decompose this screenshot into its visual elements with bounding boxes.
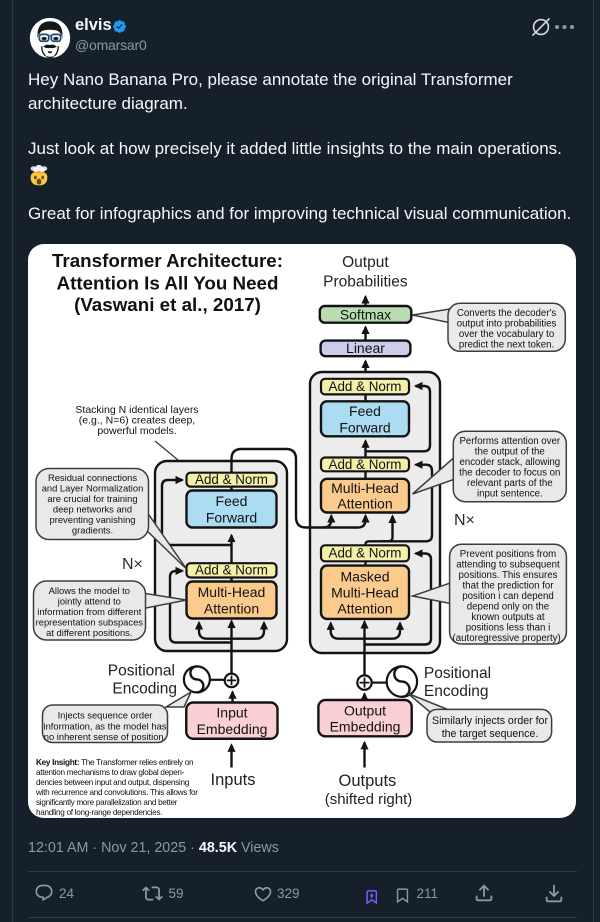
svg-text:Feed: Feed xyxy=(349,403,381,419)
svg-text:(e.g., N=6) creates deep,: (e.g., N=6) creates deep, xyxy=(79,415,195,427)
svg-text:Performs attention over: Performs attention over xyxy=(459,436,560,447)
svg-text:at different positions.: at different positions. xyxy=(46,627,132,638)
svg-text:the decoder to focus on: the decoder to focus on xyxy=(459,468,560,479)
svg-text:(Vaswani et al., 2017): (Vaswani et al., 2017) xyxy=(74,294,261,315)
svg-text:Add & Norm: Add & Norm xyxy=(195,563,268,578)
svg-text:positions less than i: positions less than i xyxy=(466,623,551,634)
svg-text:Allows the model to: Allows the model to xyxy=(49,585,130,596)
svg-text:significantly more paralleliza: significantly more parallelization and b… xyxy=(36,798,178,807)
svg-text:Add & Norm: Add & Norm xyxy=(195,472,268,487)
svg-text:Similarly injects order for: Similarly injects order for xyxy=(432,715,548,727)
svg-text:Input: Input xyxy=(216,705,247,721)
svg-text:Multi-Head: Multi-Head xyxy=(331,480,399,496)
svg-text:gradients.: gradients. xyxy=(72,525,113,536)
svg-text:output into probabilities: output into probabilities xyxy=(457,319,557,330)
svg-text:position i can depend: position i can depend xyxy=(462,591,554,602)
svg-text:input sentence.: input sentence. xyxy=(477,489,543,500)
svg-text:with recurrence and convolutio: with recurrence and convolutions. This a… xyxy=(35,788,198,797)
svg-text:Stacking N identical layers: Stacking N identical layers xyxy=(75,404,198,416)
svg-text:Prevent positions from: Prevent positions from xyxy=(460,549,556,560)
svg-text:Probabilities: Probabilities xyxy=(323,274,408,291)
svg-text:information, as the model has: information, as the model has xyxy=(44,721,167,732)
svg-text:Add & Norm: Add & Norm xyxy=(329,379,402,394)
svg-text:Positional: Positional xyxy=(108,663,175,680)
svg-text:known outputs at: known outputs at xyxy=(471,612,545,623)
svg-text:are crucial for training: are crucial for training xyxy=(47,493,137,504)
svg-text:Attention: Attention xyxy=(337,496,392,512)
svg-text:the output of the: the output of the xyxy=(475,447,545,458)
svg-text:no inherent sense of position.: no inherent sense of position. xyxy=(44,731,166,742)
svg-text:Transformer Architecture:: Transformer Architecture: xyxy=(52,250,283,271)
svg-text:relevant parts of the: relevant parts of the xyxy=(467,478,553,489)
svg-text:N×: N× xyxy=(454,512,475,529)
svg-text:that the prediction for: that the prediction for xyxy=(462,581,554,592)
svg-text:powerful models.: powerful models. xyxy=(97,425,176,437)
svg-text:Converts the decoder's: Converts the decoder's xyxy=(457,308,556,319)
svg-text:positions. This ensures: positions. This ensures xyxy=(459,570,558,581)
svg-text:Add & Norm: Add & Norm xyxy=(329,546,402,561)
svg-text:representation subspaces: representation subspaces xyxy=(36,617,144,628)
svg-text:Key Insight: The Transformer r: Key Insight: The Transformer relies enti… xyxy=(36,758,194,767)
svg-text:(autoregressive property).: (autoregressive property). xyxy=(453,633,564,644)
svg-text:Forward: Forward xyxy=(339,420,390,436)
svg-text:preventing vanishing: preventing vanishing xyxy=(50,514,136,525)
svg-text:Attention: Attention xyxy=(204,601,259,617)
svg-text:Encoding: Encoding xyxy=(112,681,177,698)
svg-text:deep networks and: deep networks and xyxy=(53,504,132,515)
svg-text:Embedding: Embedding xyxy=(197,721,268,737)
svg-text:Linear: Linear xyxy=(346,340,385,356)
svg-text:jointly attend to: jointly attend to xyxy=(57,596,121,607)
svg-text:and Layer Normalization: and Layer Normalization xyxy=(42,483,144,494)
svg-text:Feed: Feed xyxy=(216,493,248,509)
svg-text:Embedding: Embedding xyxy=(330,719,401,735)
svg-text:(shifted right): (shifted right) xyxy=(325,791,413,808)
svg-text:Injects sequence order: Injects sequence order xyxy=(58,710,153,721)
svg-text:predict the next token.: predict the next token. xyxy=(459,340,554,351)
svg-text:Positional: Positional xyxy=(424,665,491,682)
svg-text:Multi-Head: Multi-Head xyxy=(198,584,266,600)
svg-text:encoder stack, allowing: encoder stack, allowing xyxy=(459,457,560,468)
svg-text:Residual connections: Residual connections xyxy=(48,472,137,483)
svg-text:the target sequence.: the target sequence. xyxy=(442,728,539,740)
svg-text:Add & Norm: Add & Norm xyxy=(329,457,402,472)
svg-text:Inputs: Inputs xyxy=(211,771,256,789)
svg-text:over the vocabulary to: over the vocabulary to xyxy=(459,329,554,340)
svg-text:Masked: Masked xyxy=(340,569,389,585)
svg-text:Forward: Forward xyxy=(206,510,257,526)
svg-text:Attention Is All You Need: Attention Is All You Need xyxy=(57,273,279,294)
svg-text:Output: Output xyxy=(344,702,386,718)
svg-text:depend only on the: depend only on the xyxy=(467,602,549,613)
svg-text:Attention: Attention xyxy=(337,601,392,617)
svg-text:Encoding: Encoding xyxy=(424,683,489,700)
svg-text:information from different: information from different xyxy=(37,606,141,617)
svg-text:dencies between input and outp: dencies between input and output, dispen… xyxy=(36,778,190,787)
svg-text:Multi-Head: Multi-Head xyxy=(331,585,399,601)
svg-text:Output: Output xyxy=(342,254,389,271)
svg-text:handling of long-range depende: handling of long-range dependencies. xyxy=(36,808,162,817)
svg-text:N×: N× xyxy=(122,556,143,573)
svg-text:Softmax: Softmax xyxy=(340,306,391,322)
svg-text:attending to subsequent: attending to subsequent xyxy=(456,560,560,571)
svg-text:attention mechanisms to draw g: attention mechanisms to draw global depe… xyxy=(36,768,185,777)
svg-text:Outputs: Outputs xyxy=(339,772,397,790)
